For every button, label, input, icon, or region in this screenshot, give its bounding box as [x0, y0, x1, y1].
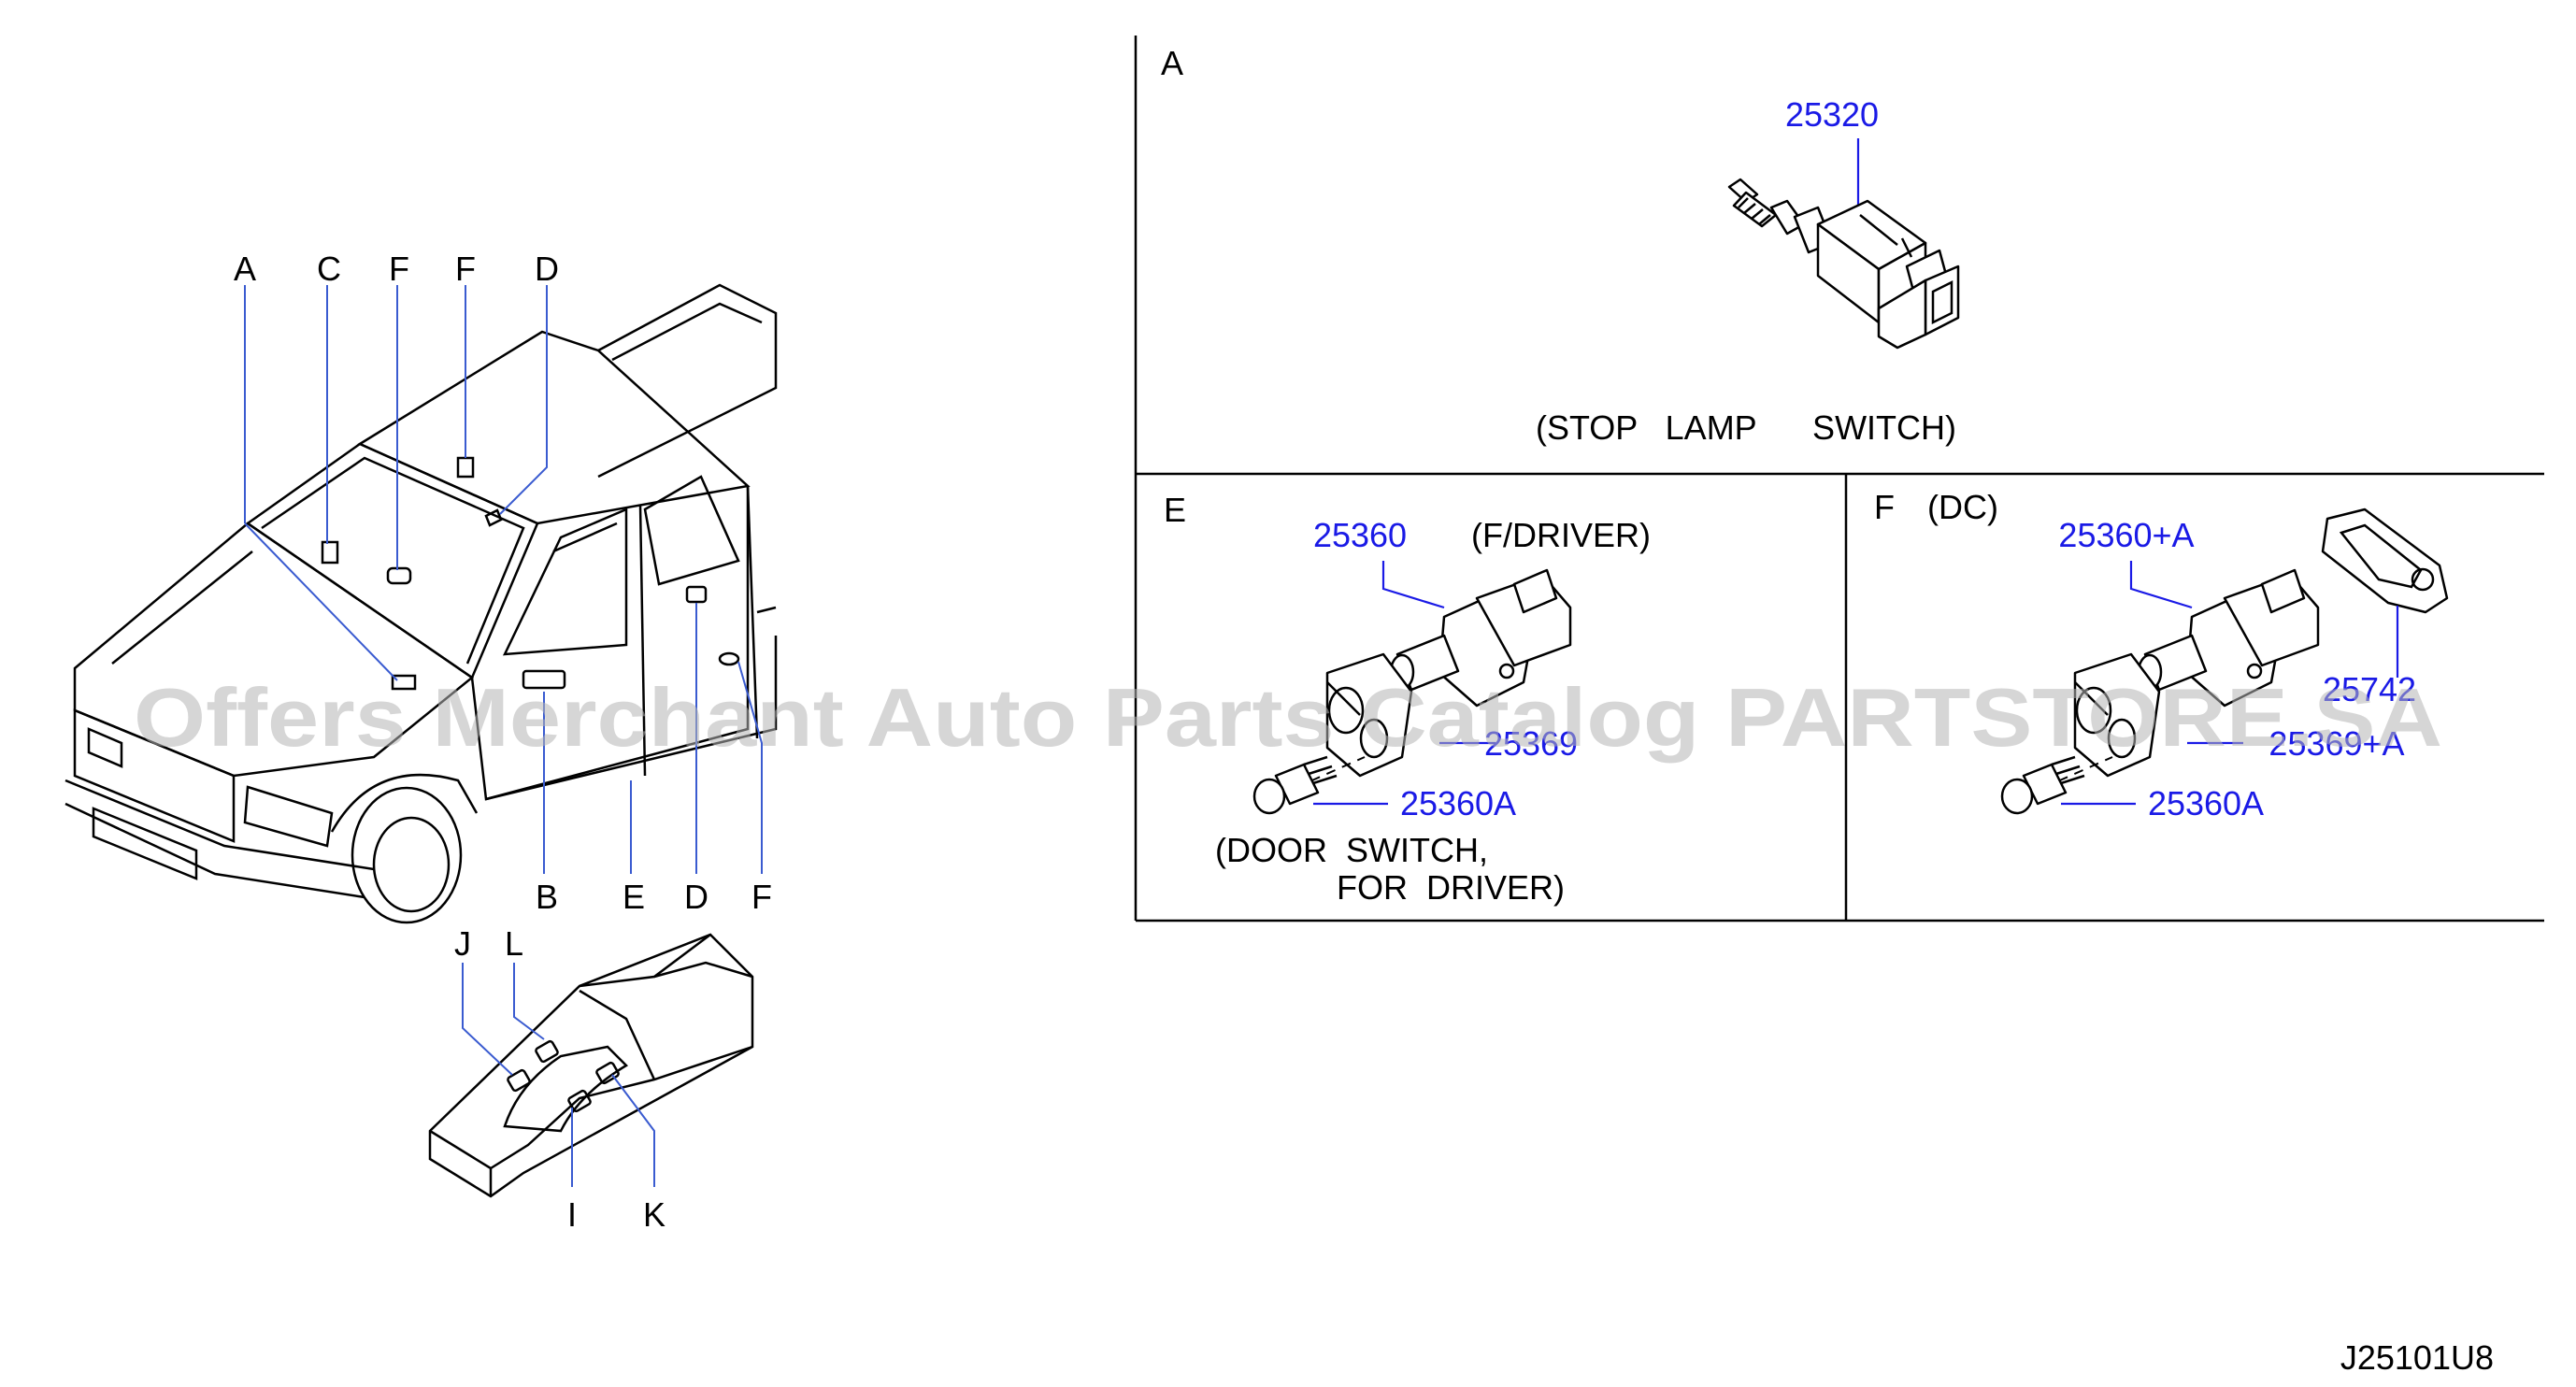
console-callout-l: L [505, 924, 523, 963]
part-number-25360-plus-a[interactable]: 25360+A [2058, 516, 2194, 554]
panel-e-letter: E [1164, 491, 1186, 529]
overview-callout-f3: F [751, 878, 772, 916]
console-callout-j: J [454, 924, 471, 963]
part-number-25369[interactable]: 25369 [1484, 724, 1578, 763]
panel-a-caption: (STOP LAMP SWITCH) [1536, 408, 1956, 447]
overview-callout-d2: D [684, 878, 708, 916]
panel-frames [1134, 36, 2544, 922]
panel-f: F (DC) 25360+A 25742 25369+A [1874, 488, 2449, 822]
part-number-25742[interactable]: 25742 [2323, 670, 2416, 708]
overview-callout-d1: D [535, 250, 559, 288]
panel-e-caption-line1: (DOOR SWITCH, [1215, 831, 1488, 869]
vehicle-overview: A C F F D B E D F [64, 250, 778, 924]
door-switch-drawing-e [1252, 568, 1572, 815]
watermark: Offers Merchant Auto Parts Catalog PARTS… [134, 671, 2442, 764]
console-callout-k: K [643, 1195, 665, 1234]
door-switch-drawing-f [2000, 508, 2449, 815]
part-number-25360[interactable]: 25360 [1313, 516, 1407, 554]
overview-callout-c: C [317, 250, 341, 288]
panel-f-letter: F [1874, 488, 1895, 526]
console-callout-i: I [567, 1195, 577, 1234]
diagram-code: J25101U8 [2340, 1338, 2494, 1377]
panel-a: A 25320 (STOP LAMP SWITCH) [1161, 44, 1960, 447]
overview-callout-a: A [234, 250, 256, 288]
overview-callout-b: B [536, 878, 558, 916]
part-number-25369-plus-a[interactable]: 25369+A [2268, 724, 2404, 763]
overview-callout-f1: F [389, 250, 409, 288]
panel-e-caption-line2: FOR DRIVER) [1337, 868, 1565, 907]
part-number-25360a-e[interactable]: 25360A [1400, 784, 1516, 822]
panel-e-qualifier: (F/DRIVER) [1471, 516, 1651, 554]
console-detail: J L I K [428, 924, 754, 1234]
overview-callout-f2: F [455, 250, 476, 288]
part-number-25360a-f[interactable]: 25360A [2148, 784, 2264, 822]
panel-e: E 25360 (F/DRIVER) 25369 25360A [1164, 491, 1651, 907]
overview-callout-e: E [623, 878, 645, 916]
stop-lamp-switch-drawing [1727, 178, 1960, 350]
part-number-25320[interactable]: 25320 [1785, 95, 1879, 134]
panel-f-qualifier: (DC) [1927, 488, 1998, 526]
panel-a-letter: A [1161, 44, 1183, 82]
